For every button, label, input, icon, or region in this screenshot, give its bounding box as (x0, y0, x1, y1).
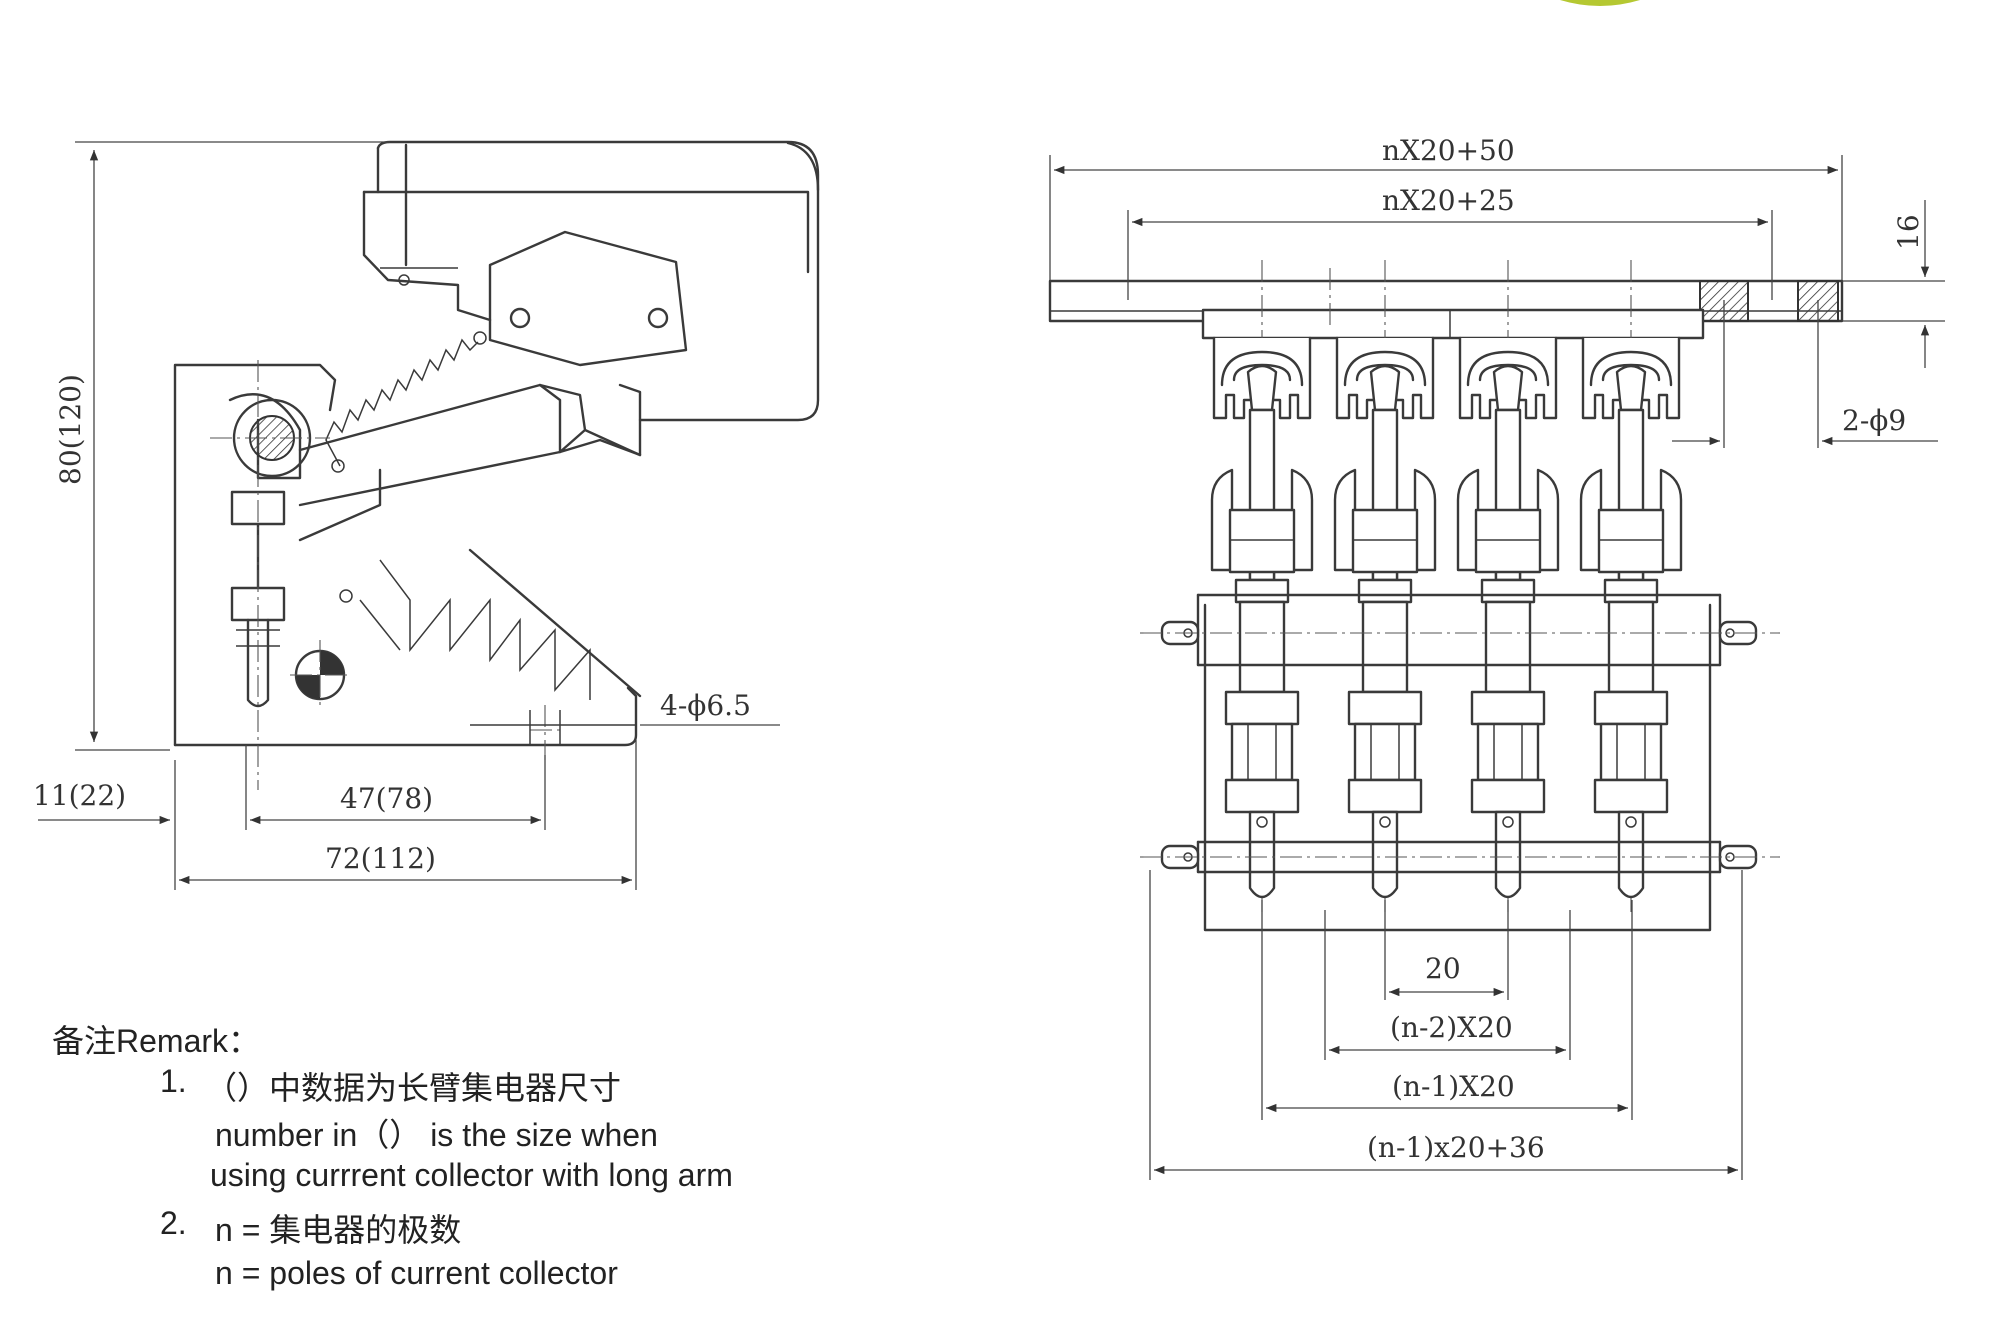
pitch-dimension: 20 (1425, 952, 1461, 985)
remark-item2-english: n = poles of current collector (215, 1255, 618, 1291)
height-dimension: 80(120) (54, 374, 87, 485)
pole-housing-bottom (1224, 778, 1300, 814)
pole-housing-bottom (1470, 778, 1546, 814)
remark-item2-chinese: n = 集电器的极数 (215, 1212, 462, 1248)
pole-head (1492, 364, 1524, 412)
remark-item1-english-line1: number in（） is the size when (215, 1117, 658, 1153)
logo-fragment (1560, 0, 1640, 6)
pole-shoe-block (1474, 508, 1542, 574)
span-n1-dimension: (n-1)X20 (1392, 1070, 1515, 1103)
remark-item1-english-line2: using currrent collector with long arm (210, 1157, 733, 1193)
pole-collar (1603, 578, 1659, 604)
front-view: nX20+50 nX20+25 16 2-ϕ9 20 (n-2)X20 (n-1… (1048, 134, 1945, 1180)
top-width-dimension: nX20+50 (1382, 134, 1515, 167)
pole-shoe-block (1351, 508, 1419, 574)
inner-width-dimension: 47(78) (340, 782, 433, 815)
pole-clip-arc (1343, 350, 1427, 387)
pole-housing-bottom (1593, 778, 1669, 814)
pole-column (1238, 600, 1286, 694)
pole-stub-hole (1625, 816, 1637, 828)
pole-stub-hole (1256, 816, 1268, 828)
pole-collar (1480, 578, 1536, 604)
pole-stub-hole (1379, 816, 1391, 828)
span-n2-dimension: (n-2)X20 (1390, 1011, 1513, 1044)
pole-housing (1230, 722, 1294, 782)
pole-column (1361, 600, 1409, 694)
pole-shoe-block (1597, 508, 1665, 574)
hole-callout-side: 4-ϕ6.5 (660, 689, 751, 722)
remark-item1-chinese: （）中数据为长臂集电器尺寸 (205, 1070, 622, 1106)
pole-housing-top (1224, 690, 1300, 726)
pole-clip-arc (1589, 350, 1673, 387)
side-view: 80(120) 4-ϕ6.5 11(22) 47(78) 72(112) (33, 140, 820, 890)
pole-stub (1248, 810, 1276, 899)
pole-head (1246, 364, 1278, 412)
remark-heading: 备注Remark： (52, 1023, 261, 1059)
pole-column (1607, 600, 1655, 694)
pole-head (1369, 364, 1401, 412)
pole-clip-arc (1220, 350, 1304, 387)
pole-collar (1357, 578, 1413, 604)
pole-clip-arc (1466, 350, 1550, 387)
pole-stub (1371, 810, 1399, 899)
pole-stub (1494, 810, 1522, 899)
inner-width-dimension: nX20+25 (1382, 184, 1515, 217)
pole-housing-top (1470, 690, 1546, 726)
overall-width-dimension: (n-1)x20+36 (1367, 1131, 1545, 1164)
base-width-dimension: 72(112) (325, 842, 436, 875)
plate-thickness-dimension: 16 (1892, 214, 1925, 250)
pole-stub (1617, 810, 1645, 899)
pole-head (1615, 364, 1647, 412)
pole-housing (1353, 722, 1417, 782)
remark-item2-number: 2. (160, 1205, 187, 1241)
pole-housing (1599, 722, 1663, 782)
pole-housing (1476, 722, 1540, 782)
pole-collar (1234, 578, 1290, 604)
remark-item1-number: 1. (160, 1063, 187, 1099)
hole-callout-front: 2-ϕ9 (1842, 404, 1906, 437)
pole-housing-bottom (1347, 778, 1423, 814)
pole-column (1484, 600, 1532, 694)
pole-stub-hole (1502, 816, 1514, 828)
pole-shoe-block (1228, 508, 1296, 574)
offset-dimension: 11(22) (33, 779, 126, 812)
pole-housing-top (1593, 690, 1669, 726)
pole-housing-top (1347, 690, 1423, 726)
